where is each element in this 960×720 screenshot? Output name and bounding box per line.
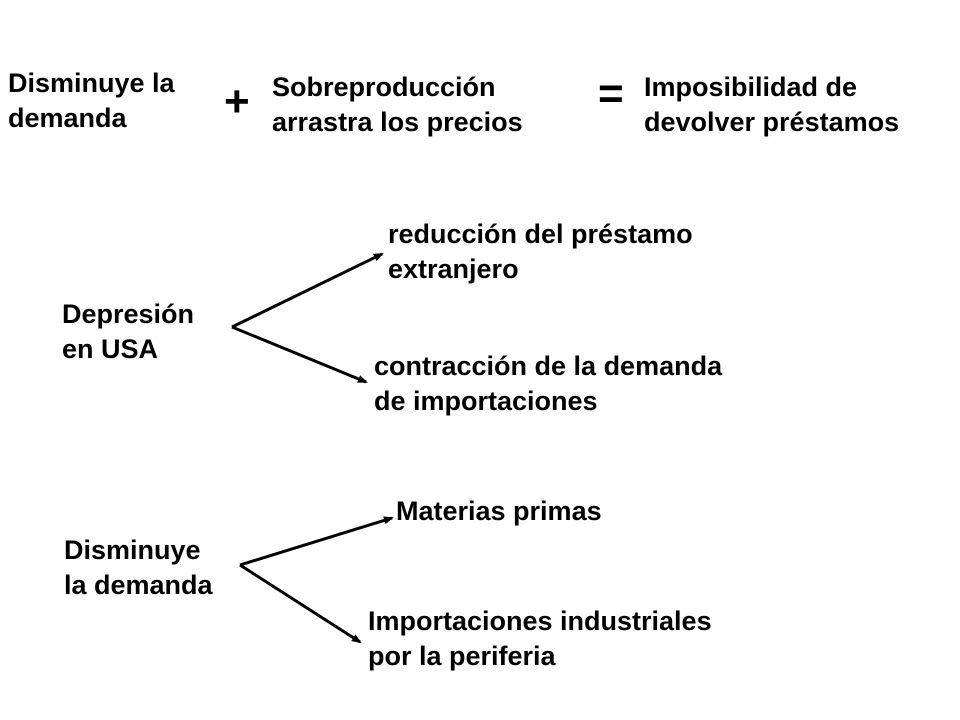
- equals-sign: =: [598, 69, 624, 118]
- branch1-upper-node: reducción del préstamo extranjero: [388, 219, 693, 284]
- branch2-source-node: Disminuye la demanda: [64, 535, 213, 600]
- plus-sign: +: [224, 77, 250, 126]
- branch2-upper-arrow: [239, 516, 394, 567]
- branch2-lower-node: Importaciones industriales por la perife…: [368, 606, 712, 671]
- equation-term-1: Disminuye la demanda: [8, 68, 175, 133]
- branch1-lower-node: contracción de la demanda de importacion…: [374, 351, 723, 416]
- branch2-upper-node: Materias primas: [396, 496, 602, 526]
- branch1-upper-arrow: [231, 252, 384, 329]
- equation-result: Imposibilidad de devolver préstamos: [644, 72, 900, 137]
- branch2-lower-arrow: [239, 563, 362, 644]
- branch1-source-node: Depresión en USA: [62, 299, 195, 364]
- branch1-lower-arrow: [231, 325, 368, 384]
- equation-term-2: Sobreproducción arrastra los precios: [272, 72, 523, 137]
